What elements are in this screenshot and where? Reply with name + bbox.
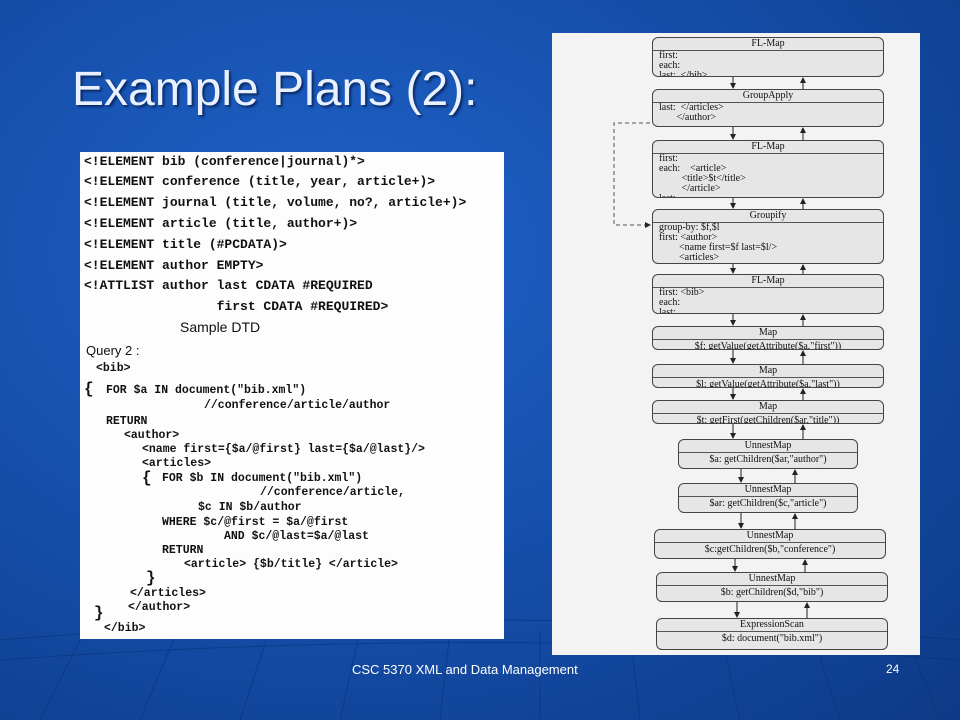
plan-operator-line: each: <article> — [659, 163, 727, 174]
plan-operator-name: UnnestMap — [679, 440, 857, 453]
plan-operator-name: FL-Map — [653, 38, 883, 51]
query-line: <articles> — [142, 457, 212, 470]
plan-operator-line: first: — [659, 153, 678, 164]
dtd-line: <!ELEMENT article (title, author+)> — [84, 216, 358, 231]
plan-operator-line: each: — [659, 297, 681, 308]
plan-operator: ExpressionScan$d: document("bib.xml") — [656, 618, 888, 650]
plan-operator-line: last: </bib> — [659, 70, 708, 77]
dtd-line: <!ATTLIST author last CDATA #REQUIRED — [84, 278, 373, 293]
plan-operator: UnnestMap$c:getChildren($b,"conference") — [654, 529, 886, 559]
plan-operator-name: FL-Map — [653, 275, 883, 288]
plan-operator-line: first: — [659, 50, 678, 61]
query-line: RETURN — [162, 544, 204, 557]
footer-text: CSC 5370 XML and Data Management — [352, 662, 578, 677]
query-line: <author> — [124, 429, 180, 442]
query-line: //conference/article, — [260, 486, 405, 499]
dtd-line: <!ELEMENT bib (conference|journal)*> — [84, 154, 365, 169]
query-line: <name first={$a/@first} last={$a/@last}/… — [142, 443, 425, 456]
plan-operator-name: UnnestMap — [679, 484, 857, 497]
plan-operator-line: first: <bib> — [659, 287, 705, 298]
plan-operator-name: Groupify — [653, 210, 883, 223]
plan-operator-name: GroupApply — [653, 90, 883, 103]
plan-operator-line: $t: getFirst(getChildren($ar,"title")) — [696, 415, 840, 424]
plan-operator-line: $c:getChildren($b,"conference") — [704, 544, 836, 555]
dtd-line: <!ELEMENT title (#PCDATA)> — [84, 237, 287, 252]
plan-operator-line: $l: getValue(getAttribute($a,"last")) — [696, 379, 840, 388]
plan-operator: UnnestMap$a: getChildren($ar,"author") — [678, 439, 858, 469]
plan-operator-name: ExpressionScan — [657, 619, 887, 632]
plan-operator-line: $f: getValue(getAttribute($a,"first")) — [694, 341, 842, 350]
plan-operator: UnnestMap$ar: getChildren($c,"article") — [678, 483, 858, 513]
slide-title: Example Plans (2): — [72, 63, 478, 116]
plan-operator-line: $ar: getChildren($c,"article") — [709, 498, 827, 509]
plan-operator-line: group-by: $f,$l — [659, 222, 720, 233]
plan-operator-line: $d: document("bib.xml") — [721, 633, 823, 644]
query-line: <bib> — [96, 362, 131, 375]
plan-operator-line: <name first=$f last=$l/> — [659, 242, 778, 253]
query-line: FOR $b IN document("bib.xml") — [162, 472, 363, 485]
query-brace: } — [146, 569, 156, 587]
plan-operator-line: last: — [653, 194, 883, 198]
plan-operator: UnnestMap$b: getChildren($d,"bib") — [656, 572, 888, 602]
query-line: FOR $a IN document("bib.xml") — [106, 384, 307, 397]
plan-operator: Map$l: getValue(getAttribute($a,"last")) — [652, 364, 884, 388]
query-line: </author> — [128, 601, 191, 614]
query-line: <article> {$b/title} </article> — [184, 558, 398, 571]
plan-operator-line: last: — [659, 307, 676, 314]
plan-operator: Map$f: getValue(getAttribute($a,"first")… — [652, 326, 884, 350]
plan-operator-line: $a: getChildren($ar,"author") — [709, 454, 827, 465]
query-line: WHERE $c/@first = $a/@first — [162, 516, 349, 529]
plan-operator-name: Map — [653, 327, 883, 340]
plan-operator-line: each: — [659, 60, 681, 71]
dtd-line: <!ELEMENT conference (title, year, artic… — [84, 174, 436, 189]
plan-operator-line: first: <author> — [659, 232, 718, 243]
plan-operator-line: $b: getChildren($d,"bib") — [720, 587, 824, 598]
plan-operator-name: Map — [653, 401, 883, 414]
query-line: $c IN $b/author — [198, 501, 302, 514]
query-line: </bib> — [104, 622, 146, 635]
dtd-caption: Sample DTD — [180, 319, 261, 335]
plan-operator-line: </article> — [659, 183, 721, 194]
plan-operator-name: Map — [653, 365, 883, 378]
query-brace: { — [142, 469, 152, 487]
dtd-query-panel: <!ELEMENT bib (conference|journal)*> <!E… — [80, 152, 504, 639]
plan-connectors — [613, 77, 810, 618]
plan-operator-line: <articles> — [659, 252, 720, 263]
query-line: //conference/article/author — [204, 399, 391, 412]
query-line: RETURN — [106, 415, 148, 428]
query-brace: { — [84, 380, 94, 398]
query-brace: } — [94, 604, 104, 622]
plan-operator-name: UnnestMap — [657, 573, 887, 586]
plan-operator-line: <title>$t</title> — [659, 173, 746, 184]
plan-operator: Map$t: getFirst(getChildren($ar,"title")… — [652, 400, 884, 424]
slide-number: 24 — [886, 662, 900, 676]
plan-operator-name: FL-Map — [653, 141, 883, 154]
dtd-line: first CDATA #REQUIRED> — [84, 299, 389, 314]
plan-operator-name: UnnestMap — [655, 530, 885, 543]
plan-operator-line: </author> — [659, 112, 717, 123]
query-line: AND $c/@last=$a/@last — [224, 530, 369, 543]
query-label: Query 2 : — [86, 343, 140, 358]
plan-operator-line: last: </articles> — [659, 102, 724, 113]
query-line: </articles> — [130, 587, 206, 600]
dtd-line: <!ELEMENT author EMPTY> — [84, 258, 264, 273]
dtd-line: <!ELEMENT journal (title, volume, no?, a… — [84, 195, 467, 210]
